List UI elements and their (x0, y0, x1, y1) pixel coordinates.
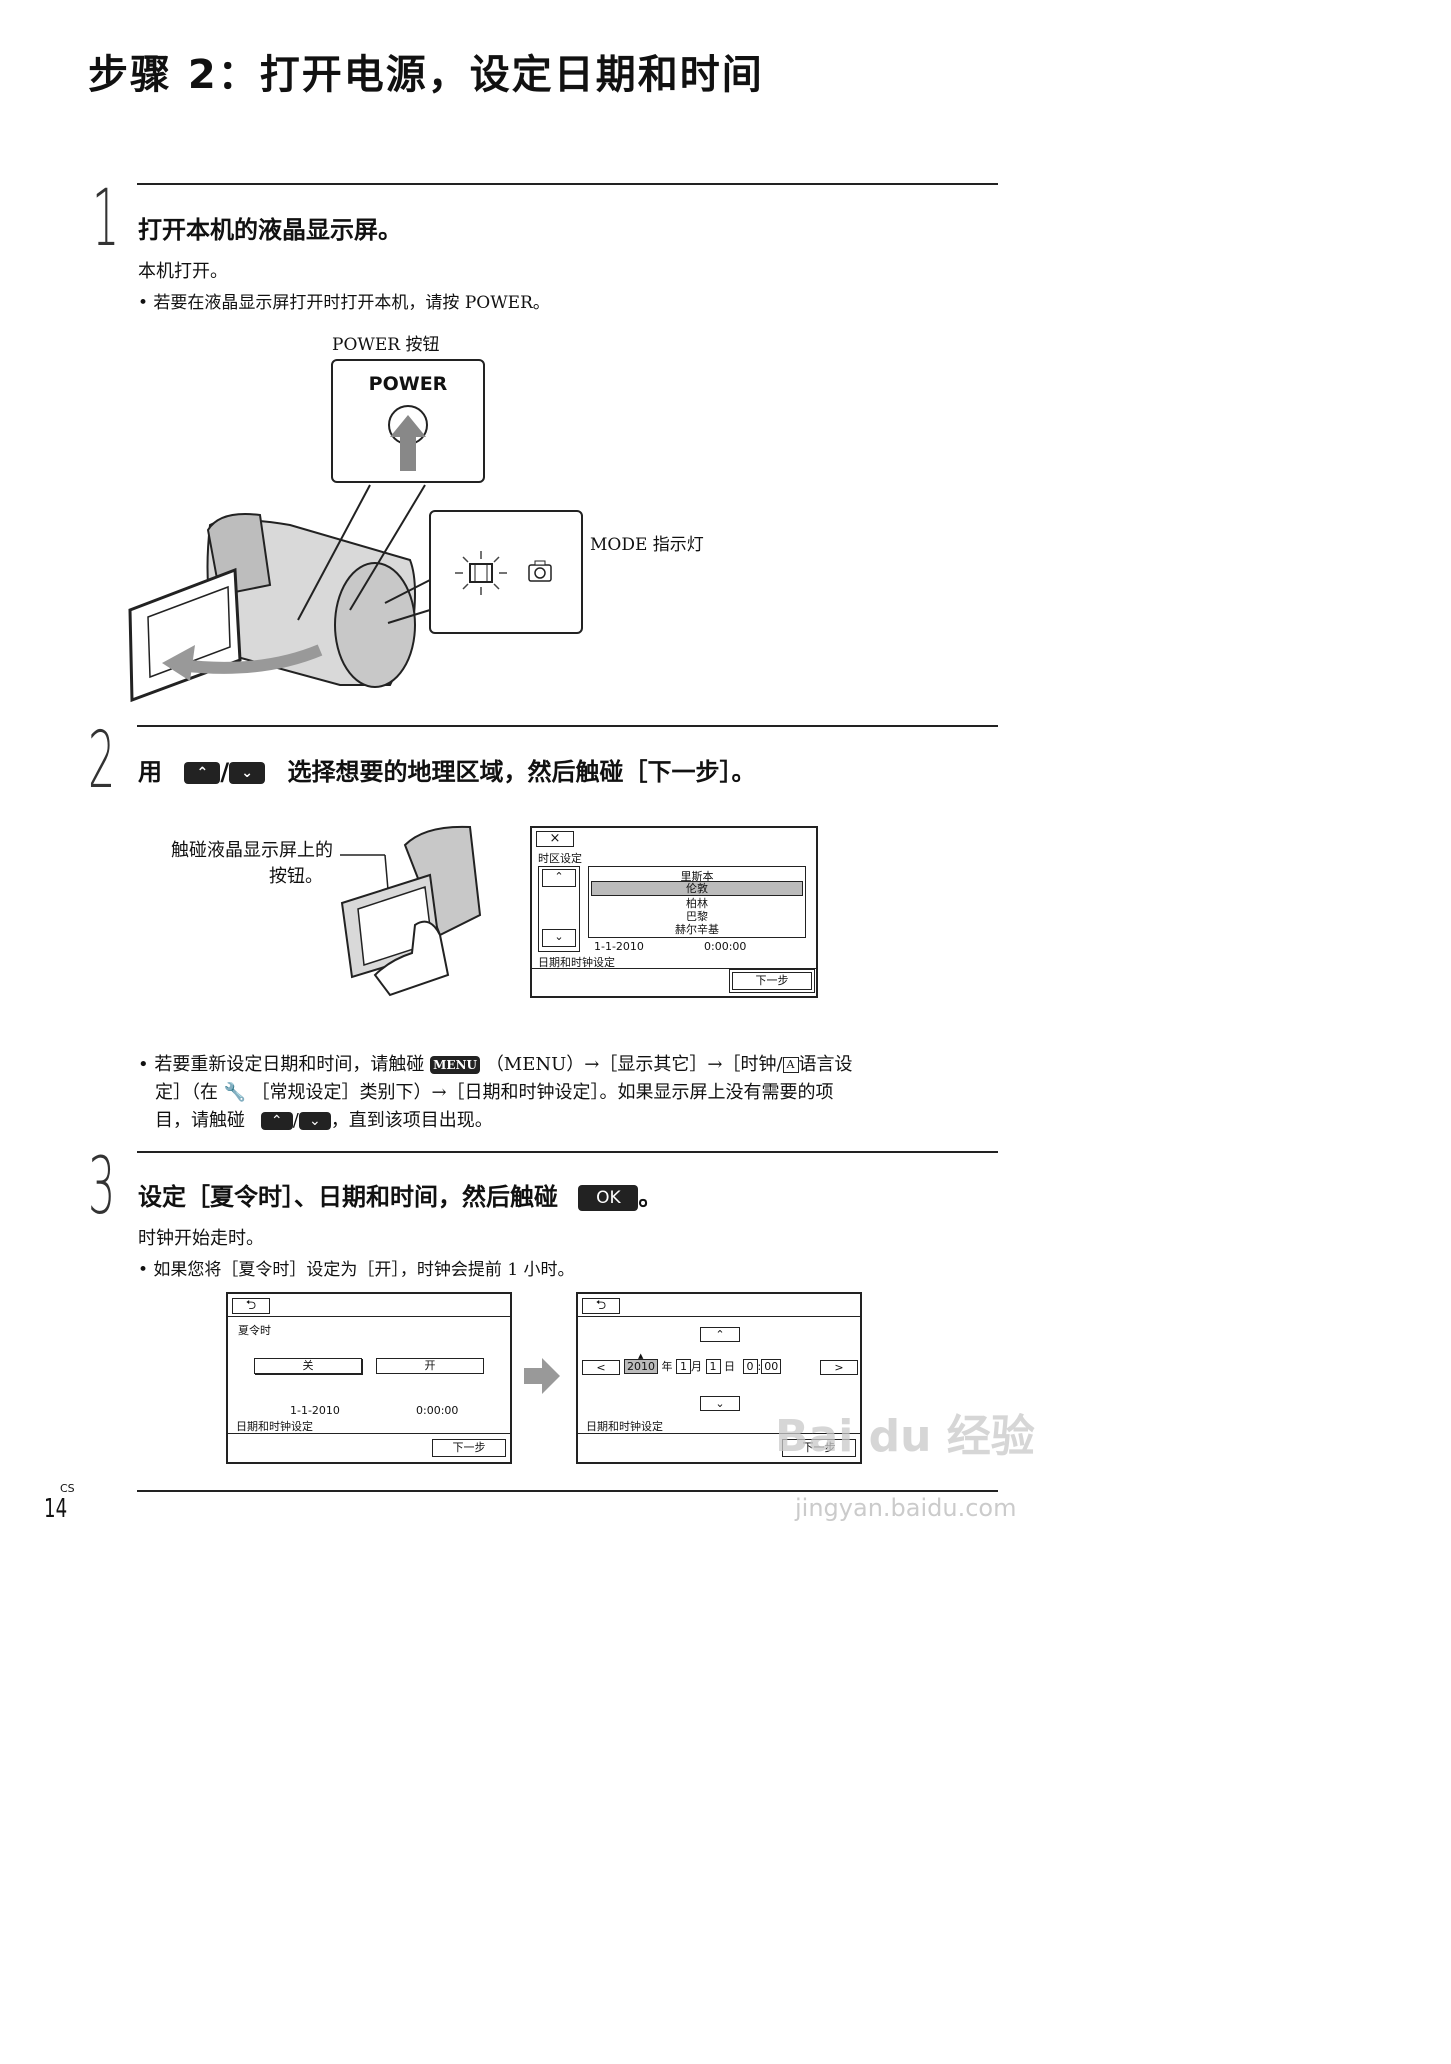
date-value: 1-1-2010 (290, 1404, 340, 1417)
year-field[interactable]: 2010 (624, 1359, 658, 1374)
ok-key-icon: OK (578, 1185, 639, 1211)
date-value: 1-1-2010 (594, 940, 644, 953)
movie-mode-icon (455, 551, 552, 595)
time-value: 0:00:00 (416, 1404, 459, 1417)
power-label: POWER (368, 373, 448, 395)
hour-field[interactable]: 0 (742, 1359, 758, 1374)
camcorder-illustration (128, 484, 431, 703)
step2-note-line3: 目，请触碰 ⌃/⌄，直到该项目出现。 (155, 1110, 493, 1131)
scroll-panel: ⌃ ⌄ (538, 866, 580, 952)
lang-code: CS (60, 1482, 75, 1495)
step3-bullet: • 如果您将［夏令时］设定为［开］，时钟会提前 1 小时。 (138, 1260, 575, 1280)
city-item-selected[interactable]: 伦敦 (591, 881, 803, 896)
value-up-button[interactable]: ⌃ (700, 1327, 740, 1342)
next-button[interactable]: 下一步 (782, 1439, 856, 1457)
datetime-label: 日期和时钟设定 (586, 1420, 663, 1433)
up-key-icon: ⌃ (184, 762, 221, 784)
power-caption: POWER 按钮 (332, 335, 440, 355)
day-field[interactable]: 1 (705, 1359, 721, 1374)
touch-caption-1: 触碰液晶显示屏上的 (171, 840, 333, 861)
datetime-label: 日期和时钟设定 (236, 1420, 313, 1433)
step2-heading-pre: 用 (138, 758, 162, 786)
value-down-button[interactable]: ⌄ (700, 1396, 740, 1411)
step2-heading-post: 选择想要的地理区域，然后触碰［下一步］。 (287, 758, 756, 786)
wrench-icon: 🔧 (223, 1082, 247, 1103)
power-button-icon (388, 405, 428, 471)
city-list: 里斯本 伦敦 柏林 巴黎 赫尔辛基 (588, 866, 806, 938)
step2-note-line2: 定］（在 🔧 ［常规设定］类别下）→［日期和时钟设定］。如果显示屏上没有需要的项 (155, 1082, 834, 1103)
step2-note-line1: • 若要重新设定日期和时间，请触碰 MENU （MENU）→［显示其它］→［时钟… (138, 1054, 853, 1075)
dst-off-button[interactable]: 关 (254, 1358, 362, 1374)
timezone-screen: × 时区设定 ⌃ ⌄ 里斯本 伦敦 柏林 巴黎 赫尔辛基 1-1-2010 0:… (530, 826, 818, 998)
step3-heading: 设定［夏令时］、日期和时间，然后触碰 OK。 (138, 1183, 663, 1211)
menu-key-icon: MENU (430, 1056, 481, 1074)
next-button[interactable]: 下一步 (432, 1439, 506, 1457)
back-button[interactable]: ⮌ (232, 1298, 270, 1314)
timezone-label: 时区设定 (538, 852, 582, 865)
down-key-icon: ⌄ (298, 1112, 331, 1130)
step2-rule (137, 725, 998, 727)
back-button[interactable]: ⮌ (582, 1298, 620, 1314)
step2-number: 2 (88, 716, 116, 806)
city-item[interactable]: 赫尔辛基 (675, 923, 719, 936)
step1-heading: 打开本机的液晶显示屏。 (138, 216, 402, 244)
time-value: 0:00:00 (704, 940, 747, 953)
prev-field-button[interactable]: < (582, 1360, 620, 1375)
step3-text: 时钟开始走时。 (138, 1228, 264, 1249)
touch-screen-illustration (340, 825, 482, 997)
dst-screen: ⮌ 夏令时 关 开 1-1-2010 0:00:00 日期和时钟设定 下一步 (226, 1292, 512, 1464)
next-field-button[interactable]: > (820, 1360, 858, 1375)
dst-label: 夏令时 (238, 1324, 271, 1337)
month-field[interactable]: 1 (676, 1359, 691, 1374)
step1-text: 本机打开。 (138, 261, 228, 282)
step2-heading: 用 ⌃/⌄ 选择想要的地理区域，然后触碰［下一步］。 (138, 752, 755, 787)
watermark-url: jingyan.baidu.com (795, 1494, 1017, 1522)
city-item[interactable]: 巴黎 (686, 910, 708, 923)
city-item[interactable]: 柏林 (686, 897, 708, 910)
slash: / (220, 758, 230, 786)
scroll-up-button[interactable]: ⌃ (542, 869, 576, 887)
footer-rule (137, 1490, 998, 1492)
dst-on-button[interactable]: 开 (376, 1358, 484, 1374)
city-item[interactable]: 里斯本 (680, 870, 714, 883)
down-key-icon: ⌄ (229, 762, 266, 784)
up-key-icon: ⌃ (260, 1112, 293, 1130)
page-title: 步骤 2：打开电源，设定日期和时间 (88, 52, 764, 98)
touch-caption-2: 按钮。 (269, 866, 323, 887)
step3-rule (137, 1151, 998, 1153)
step1-bullet: • 若要在液晶显示屏打开时打开本机，请按 POWER。 (138, 293, 550, 313)
watermark-brand: Bai du 经验 (775, 1411, 1035, 1462)
step1-rule (137, 183, 998, 185)
step3-number: 3 (88, 1142, 116, 1232)
selected-marker-icon: ▲ (638, 1352, 644, 1360)
minute-field[interactable]: 00 (761, 1359, 782, 1374)
step1-number: 1 (92, 174, 120, 264)
power-callout: POWER (331, 359, 485, 483)
mode-callout (429, 510, 583, 634)
next-button[interactable]: 下一步 (732, 972, 812, 990)
language-icon: A (782, 1057, 799, 1073)
datetime-label: 日期和时钟设定 (538, 956, 615, 969)
page-number: 14 (44, 1494, 68, 1524)
close-button[interactable]: × (536, 831, 574, 847)
scroll-down-button[interactable]: ⌄ (542, 929, 576, 947)
arrow-right-icon (524, 1358, 560, 1394)
mode-caption: MODE 指示灯 (590, 535, 704, 555)
